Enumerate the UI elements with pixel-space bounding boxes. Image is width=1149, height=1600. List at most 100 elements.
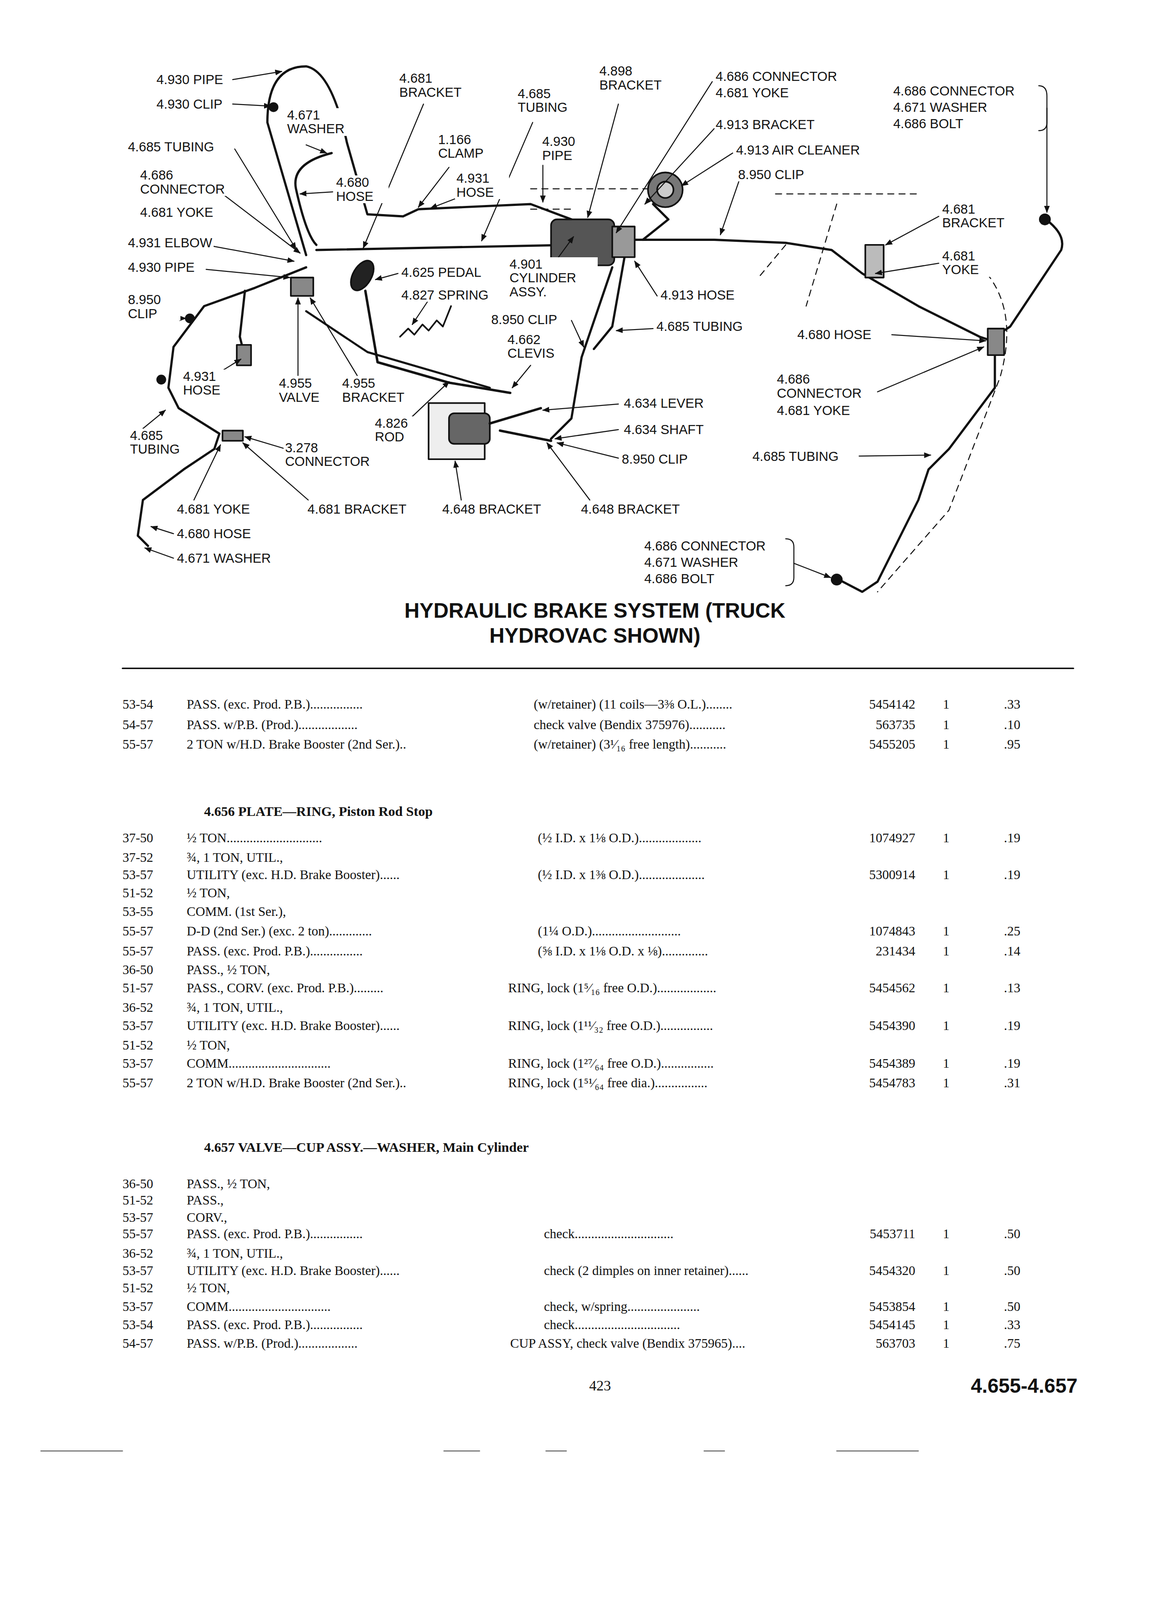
quantity: 1 bbox=[942, 717, 950, 732]
application-cell: PASS. (exc. Prod. P.B.)................ bbox=[186, 1317, 363, 1332]
description-cell: check................................ bbox=[544, 1317, 681, 1332]
description-cell: RING, lock (1²⁷⁄₆₄ free O.D.)...........… bbox=[508, 1056, 714, 1070]
description-cell: (⅝ I.D. x 1⅛ O.D. x ⅛).............. bbox=[537, 944, 709, 958]
callout-label: 4.686 BOLT bbox=[642, 571, 716, 586]
part-number: 5454783 bbox=[869, 1075, 916, 1090]
callout-label: 4.686 CONNECTOR bbox=[891, 84, 1016, 98]
callout-label: 8.950 CLIP bbox=[126, 292, 180, 321]
application-cell: 2 TON w/H.D. Brake Booster (2nd Ser.).. bbox=[186, 1075, 407, 1090]
callout-label: 4.685 TUBING bbox=[654, 319, 745, 334]
application-cell: PASS. w/P.B. (Prod.).................. bbox=[186, 1335, 358, 1350]
description-cell: (½ I.D. x 1⅜ O.D.).................... bbox=[537, 867, 705, 882]
price: .33 bbox=[1004, 697, 1021, 711]
application-cell: UTILITY (exc. H.D. Brake Booster)...... bbox=[186, 867, 400, 882]
price: .50 bbox=[1004, 1226, 1021, 1241]
callout-label: 4.930 CLIP bbox=[154, 97, 224, 111]
callout-label: 4.625 PEDAL bbox=[399, 265, 483, 280]
quantity: 1 bbox=[942, 1226, 950, 1241]
quantity: 1 bbox=[942, 1018, 950, 1033]
price: .25 bbox=[1004, 923, 1021, 938]
description-cell: (w/retainer) (11 coils—3⅜ O.L.)........ bbox=[533, 697, 733, 711]
quantity: 1 bbox=[942, 1263, 950, 1278]
callout-label: 4.686 BOLT bbox=[891, 116, 965, 130]
year-range: 55-57 bbox=[122, 1075, 154, 1090]
callout-label: 4.955 BRACKET bbox=[340, 376, 420, 405]
part-number: 5454142 bbox=[869, 697, 916, 711]
description-cell: (1¼ O.D.)........................... bbox=[537, 923, 681, 938]
application-cell: ½ TON............................. bbox=[186, 830, 323, 845]
callout-label: 4.685 TUBING bbox=[126, 139, 216, 154]
part-number: 5454390 bbox=[869, 1018, 916, 1033]
callout-label: 4.930 PIPE bbox=[154, 72, 225, 87]
callout-label: 4.685 TUBING bbox=[750, 449, 840, 463]
application-cell: D-D (2nd Ser.) (exc. 2 ton)............. bbox=[186, 923, 373, 938]
year-range: 36-52 bbox=[122, 1246, 154, 1260]
callout-label: 4.898 BRACKET bbox=[598, 64, 678, 92]
price: .75 bbox=[1004, 1335, 1021, 1350]
description-cell: check (2 dimples on inner retainer).....… bbox=[544, 1263, 749, 1278]
part-number: 5454562 bbox=[869, 980, 916, 995]
year-range: 53-57 bbox=[122, 1299, 154, 1314]
callout-label: 8.950 CLIP bbox=[489, 312, 559, 327]
callout-label: 4.686 CONNECTOR bbox=[775, 372, 870, 400]
callout-label: 4.913 HOSE bbox=[659, 288, 736, 302]
scan-marks bbox=[40, 1450, 919, 1452]
application-cell: COMM............................... bbox=[186, 1056, 331, 1070]
part-number: 5454320 bbox=[869, 1263, 916, 1278]
part-number: 563735 bbox=[875, 717, 916, 732]
application-cell: PASS., CORV. (exc. Prod. P.B.)......... bbox=[186, 980, 384, 995]
application-cell: UTILITY (exc. H.D. Brake Booster)...... bbox=[186, 1018, 400, 1033]
part-number: 231434 bbox=[875, 944, 916, 958]
description-cell: RING, lock (1⁵⁄₁₆ free O.D.)............… bbox=[508, 980, 717, 995]
year-range: 54-57 bbox=[122, 1335, 154, 1350]
quantity: 1 bbox=[942, 697, 950, 711]
year-range: 53-54 bbox=[122, 697, 154, 711]
price: .19 bbox=[1004, 1056, 1021, 1070]
application-cell: ¾, 1 TON, UTIL., bbox=[186, 1246, 284, 1260]
callout-label: 4.931 HOSE bbox=[454, 171, 509, 200]
callout-label: 4.827 SPRING bbox=[399, 288, 490, 302]
callout-label: 4.686 CONNECTOR bbox=[642, 539, 767, 553]
year-range: 37-50 bbox=[122, 830, 154, 845]
description-cell: RING, lock (1⁵¹⁄₆₄ free dia.)...........… bbox=[508, 1075, 708, 1090]
part-number: 1074843 bbox=[869, 923, 916, 938]
part-number: 5454145 bbox=[869, 1317, 916, 1332]
description-cell: (w/retainer) (3¹⁄₁₆ free length)........… bbox=[533, 736, 726, 751]
year-range: 51-57 bbox=[122, 980, 154, 995]
callout-label: 4.930 PIPE bbox=[126, 260, 196, 275]
application-cell: PASS., ½ TON, bbox=[186, 962, 270, 977]
application-cell: COMM. (1st Ser.), bbox=[186, 904, 286, 919]
callout-label: 3.278 CONNECTOR bbox=[283, 440, 379, 469]
application-cell: PASS., ½ TON, bbox=[186, 1176, 270, 1191]
application-cell: PASS., bbox=[186, 1193, 224, 1207]
year-range: 36-50 bbox=[122, 962, 154, 977]
application-cell: COMM............................... bbox=[186, 1299, 331, 1314]
year-range: 51-52 bbox=[122, 1038, 154, 1052]
callout-label: 4.930 PIPE bbox=[540, 134, 595, 163]
year-range: 53-57 bbox=[122, 867, 154, 882]
year-range: 53-57 bbox=[122, 1056, 154, 1070]
part-number: 1074927 bbox=[869, 830, 916, 845]
callout-label: 8.950 CLIP bbox=[620, 452, 690, 466]
part-number: 5454389 bbox=[869, 1056, 916, 1070]
callout-label: 4.634 LEVER bbox=[622, 396, 706, 410]
section-heading: 4.656 PLATE—RING, Piston Rod Stop bbox=[204, 804, 433, 819]
description-cell: CUP ASSY, check valve (Bendix 375965)...… bbox=[510, 1335, 746, 1350]
callout-label: 4.826 ROD bbox=[373, 416, 423, 445]
price: .14 bbox=[1004, 944, 1021, 958]
rule bbox=[122, 667, 1074, 670]
year-range: 53-57 bbox=[122, 1018, 154, 1033]
callout-label: 4.634 SHAFT bbox=[622, 422, 706, 437]
callout-label: 4.685 TUBING bbox=[128, 428, 198, 457]
price: .19 bbox=[1004, 1018, 1021, 1033]
price: .50 bbox=[1004, 1299, 1021, 1314]
quantity: 1 bbox=[942, 980, 950, 995]
callout-label: 4.681 YOKE bbox=[138, 205, 215, 220]
callout-label: 4.662 CLEVIS bbox=[506, 332, 565, 361]
leader-lines bbox=[142, 71, 986, 559]
quantity: 1 bbox=[942, 867, 950, 882]
price: .31 bbox=[1004, 1075, 1021, 1090]
frame-outline bbox=[530, 188, 1007, 592]
callout-label: 4.680 HOSE bbox=[175, 526, 253, 541]
year-range: 55-57 bbox=[122, 736, 154, 751]
